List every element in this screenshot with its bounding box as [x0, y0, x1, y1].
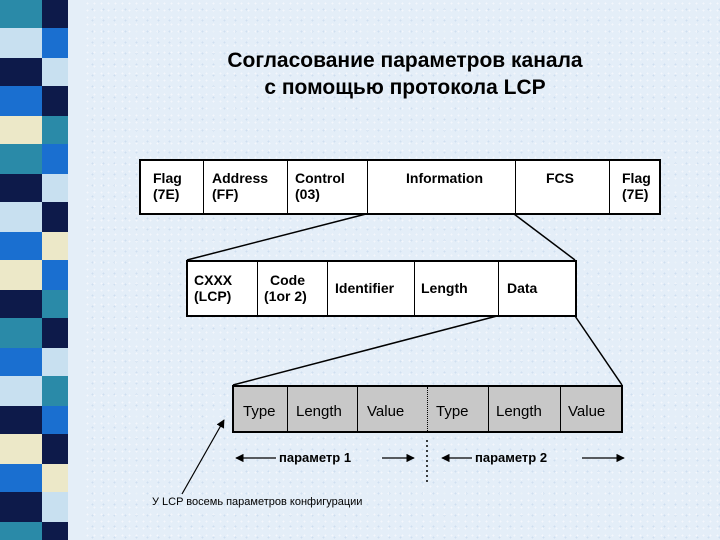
strip-block — [42, 174, 68, 202]
lcp-packet-row: CXXX (LCP) Code (1or 2) Identifier Lengt… — [186, 260, 577, 317]
strip-block — [42, 348, 68, 376]
slide-title-line-2: с помощью протокола LCP — [264, 76, 546, 99]
note-arrow — [181, 419, 225, 495]
configuration-note: У LCP восемь параметров конфигурации — [152, 496, 363, 508]
param-cell-value-2: Value — [561, 387, 621, 431]
strip-block — [0, 144, 42, 174]
frame-cell-value: (7E) — [153, 186, 180, 202]
param-cell-type-2: Type — [427, 387, 489, 431]
decorative-color-strip — [0, 0, 84, 540]
strip-block — [42, 0, 68, 28]
frame-cell-flag-start: Flag (7E) — [141, 161, 204, 213]
lcp-cell-label: Code — [270, 272, 305, 288]
parameter-1-label: параметр 1 — [279, 450, 352, 465]
frame-cell-fcs: FCS — [516, 161, 610, 213]
frame-cell-label: Control — [295, 170, 345, 186]
lcp-cell-label: Length — [421, 280, 468, 296]
strip-block — [42, 464, 68, 492]
param-cell-type-1: Type — [234, 387, 288, 431]
lcp-parameters-row: Type Length Value Type Length Value — [232, 385, 623, 433]
strip-block — [42, 86, 68, 116]
lcp-cell-label: Data — [507, 280, 538, 296]
strip-block — [0, 58, 42, 86]
frame-cell-value: (FF) — [212, 186, 239, 202]
expand-line-right-1 — [513, 213, 576, 261]
frame-cell-value: (03) — [295, 186, 320, 202]
strip-block — [0, 260, 42, 290]
strip-block — [42, 492, 68, 522]
strip-block — [42, 144, 68, 174]
parameter-2-label: параметр 2 — [475, 450, 548, 465]
strip-block — [42, 116, 68, 144]
strip-block — [42, 434, 68, 464]
frame-cell-label: FCS — [546, 170, 574, 186]
lcp-cell-data: Data — [499, 262, 575, 315]
strip-block — [0, 318, 42, 348]
frame-cell-label: Flag — [622, 170, 651, 186]
strip-block — [0, 376, 42, 406]
strip-block — [42, 260, 68, 290]
strip-block — [42, 232, 68, 260]
strip-block — [0, 86, 42, 116]
strip-block — [0, 434, 42, 464]
strip-block — [42, 376, 68, 406]
lcp-cell-identifier: Identifier — [328, 262, 415, 315]
frame-cell-address: Address (FF) — [204, 161, 288, 213]
strip-block — [42, 522, 68, 540]
lcp-cell-label: Identifier — [335, 280, 395, 296]
frame-cell-value: (7E) — [622, 186, 649, 202]
param-cell-label: Value — [568, 403, 606, 420]
strip-block — [0, 116, 42, 144]
ppp-frame-row: Flag (7E) Address (FF) Control (03) Info… — [139, 159, 661, 215]
lcp-cell-value: (1or 2) — [264, 288, 307, 304]
strip-block — [0, 348, 42, 376]
frame-cell-control: Control (03) — [288, 161, 368, 213]
strip-block — [0, 28, 42, 58]
expand-line-left-2 — [232, 315, 498, 386]
strip-block — [0, 290, 42, 318]
strip-block — [0, 202, 42, 232]
frame-cell-label: Address — [212, 170, 269, 186]
param-cell-label: Type — [243, 403, 276, 420]
param-cell-length-2: Length — [489, 387, 561, 431]
lcp-cell-value: (LCP) — [194, 288, 232, 304]
lcp-cell-label: CXXX — [194, 272, 233, 288]
strip-block — [0, 492, 42, 522]
expand-line-left-1 — [186, 213, 367, 261]
strip-block — [0, 406, 42, 434]
param-cell-length-1: Length — [288, 387, 358, 431]
strip-block — [42, 406, 68, 434]
frame-cell-label: Information — [406, 170, 483, 186]
param-cell-label: Type — [436, 403, 469, 420]
strip-block — [68, 0, 84, 540]
param-cell-label: Value — [367, 403, 405, 420]
strip-block — [42, 318, 68, 348]
frame-cell-label: Flag — [153, 170, 182, 186]
strip-block — [42, 58, 68, 86]
frame-cell-information: Information — [368, 161, 516, 213]
param-cell-label: Length — [296, 403, 342, 420]
frame-cell-flag-end: Flag (7E) — [610, 161, 659, 213]
lcp-cell-protocol: CXXX (LCP) — [188, 262, 258, 315]
strip-block — [0, 464, 42, 492]
lcp-cell-length: Length — [415, 262, 499, 315]
strip-block — [0, 522, 42, 540]
param-cell-value-1: Value — [358, 387, 427, 431]
slide-title-line-1: Согласование параметров канала — [227, 49, 583, 72]
strip-block — [42, 28, 68, 58]
lcp-cell-code: Code (1or 2) — [258, 262, 328, 315]
param-cell-label: Length — [496, 403, 542, 420]
strip-block — [42, 202, 68, 232]
strip-block — [42, 290, 68, 318]
strip-block — [0, 232, 42, 260]
strip-block — [0, 0, 42, 28]
expand-line-right-2 — [574, 315, 623, 386]
strip-block — [0, 174, 42, 202]
